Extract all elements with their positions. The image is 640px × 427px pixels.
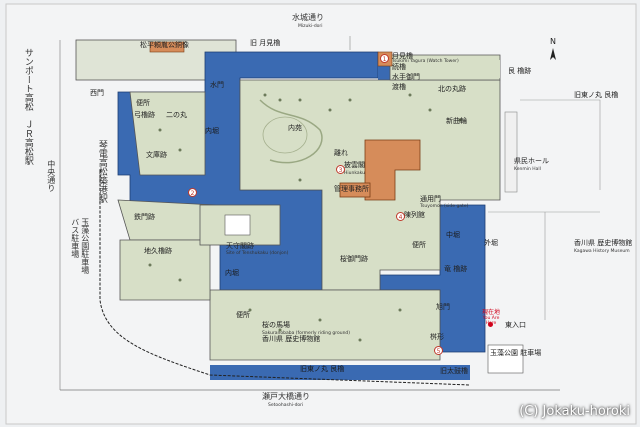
place-kenmin-en: Kenmin Hall	[514, 167, 541, 172]
marker-2: 2	[188, 188, 197, 197]
place-nakabori: 中堀	[446, 231, 460, 239]
parking-east	[487, 344, 524, 374]
place-masugata: 桝形	[430, 333, 444, 341]
you-are-here-marker	[488, 322, 493, 327]
bottom-road-en: Setoohashi-dori	[268, 403, 304, 408]
tenshu-base	[224, 214, 251, 236]
hiunkaku-building	[364, 139, 421, 201]
place-management: 管理事務所	[334, 185, 369, 193]
bottom-road-jp: 瀬戸大橋通り	[262, 392, 310, 401]
place-otsumatsu: 離れ	[334, 149, 348, 157]
place-shiki: 艮 櫓跡	[508, 67, 532, 75]
place-monument: 松平頼胤公銅像	[140, 41, 189, 49]
place-minami-moat: 旧東ノ丸 艮櫓	[300, 365, 345, 373]
place-tsukimi-en: Tsukimi Yagura (Watch Tower)	[392, 59, 459, 64]
compass-label: N	[550, 37, 556, 46]
place-tenshu: 天守閣跡	[226, 242, 254, 250]
place-museum-en: Kagawa History Museum	[574, 249, 630, 254]
place-ninomaru: 二の丸	[166, 111, 187, 119]
place-tsuzuki: 続櫓	[392, 63, 406, 71]
left-road-jp: 中央通り	[46, 160, 56, 192]
place-tsuyomon-en: Tsuyomon (side gate)	[420, 204, 469, 209]
railway	[99, 170, 471, 386]
place-sluice: 水門	[210, 81, 224, 89]
place-lavatory-1: 便所	[136, 99, 150, 107]
west-citadel	[129, 91, 206, 176]
place-uchibori: 内堀	[205, 127, 219, 135]
place-sakuragomon: 桜御門跡	[340, 255, 368, 263]
place-hiunkaku: 披雲閣	[344, 161, 365, 169]
marker-5: 5	[434, 346, 443, 355]
marker-1: 1	[380, 54, 389, 63]
place-museum: 香川県 歴史博物館	[574, 239, 633, 247]
east-pier	[504, 111, 518, 193]
place-tsuyomon: 通用門	[420, 195, 441, 203]
kita-ground	[440, 60, 500, 78]
place-lavatory-2: 便所	[412, 241, 426, 249]
compass-icon	[550, 48, 556, 60]
marker-4: 4	[396, 212, 405, 221]
copyright-credit: (C) Jokaku-horoki	[519, 404, 630, 419]
place-parking: 玉藻公園 駐車場	[490, 349, 542, 357]
kotoden-label: 琴電高松築港駅	[96, 140, 107, 203]
place-kenmin: 県民ホール	[514, 157, 549, 165]
place-uchibori-south: 内堀	[225, 269, 239, 277]
place-east-gate: 東入口	[505, 321, 526, 329]
south-moat	[210, 365, 470, 380]
south-ground	[119, 239, 211, 301]
top-road-jp: 水城通り	[292, 13, 324, 22]
place-lavatory-4: 香川県 歴史博物館	[262, 335, 321, 343]
garden-path	[259, 99, 323, 164]
place-watari: 渡櫓	[392, 83, 406, 91]
place-kitanomaru: 北の丸跡	[438, 85, 466, 93]
place-kanenomon: 鉄門跡	[134, 213, 155, 221]
place-mizute: 水手御門	[392, 73, 420, 81]
monument-block	[149, 41, 185, 53]
place-yumi: 弓櫓跡	[134, 111, 155, 119]
place-taiko: 旧太鼓櫓	[440, 367, 468, 375]
management-office	[339, 182, 371, 198]
top-road-en: Mizuki-dori	[298, 24, 323, 29]
place-ryu: 竜 櫓跡	[444, 265, 468, 273]
place-ushitora: 旧東ノ丸 艮櫓	[574, 91, 619, 99]
place-sakuranobaba: 桜の馬場	[262, 321, 290, 329]
place-bunko: 文庫跡	[146, 151, 167, 159]
place-lavatory-3: 便所	[236, 311, 250, 319]
bus-label: バス駐車場	[70, 218, 80, 258]
place-shinkuruwa: 新曲輪	[446, 117, 467, 125]
you-are-here-jp: 現在地	[481, 309, 500, 316]
place-chinretsu: 陳列館	[404, 211, 425, 219]
place-naien: 内苑	[288, 124, 302, 132]
marker-3: 3	[336, 165, 345, 174]
place-uchikoshi: 旧 月見櫓	[250, 39, 281, 47]
place-hiunkaku-en: Hiunkaku	[344, 171, 365, 176]
place-west-gate: 西門	[90, 89, 104, 97]
place-koekikai: 外堀	[484, 239, 498, 247]
place-tsukimi: 月見櫓	[392, 52, 413, 60]
place-sakuranobaba-en: Sakuranobaba (formerly riding ground)	[262, 331, 351, 336]
place-chikyu: 地久櫓跡	[144, 247, 172, 255]
sakura-ground	[209, 289, 441, 361]
station-label: サンポート高松 ＪＲ高松駅	[22, 48, 33, 165]
place-asahimon: 旭門	[436, 303, 450, 311]
gyokumo-label: 玉藻公園駐車場	[80, 218, 90, 274]
place-tenshu-en: Site of Tenshukaku (donjon)	[226, 251, 289, 256]
